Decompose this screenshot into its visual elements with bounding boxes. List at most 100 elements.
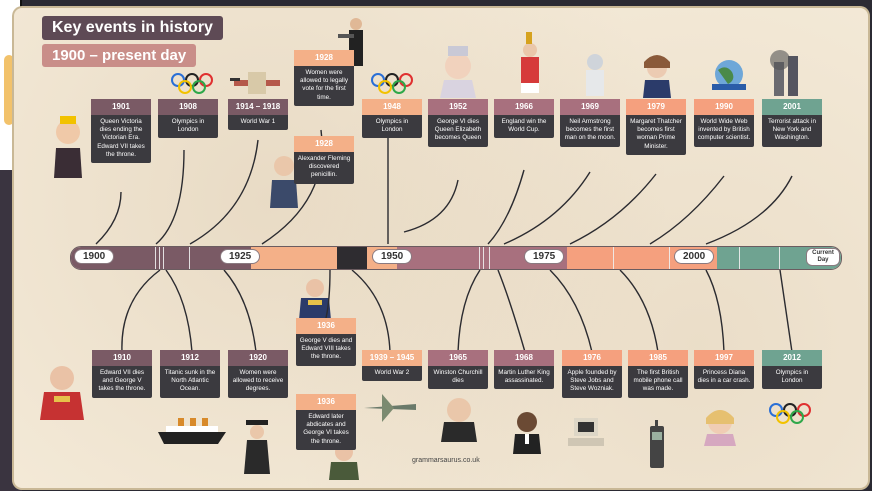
event-text: Edward later abdicates and George VI tak…	[303, 413, 349, 445]
world-cup-player-icon	[521, 32, 539, 93]
event-year: 1968	[494, 350, 554, 366]
event-card-1936-abdication: 1936 Edward later abdicates and George V…	[296, 394, 356, 450]
event-text: George V dies and Edward VIII takes the …	[299, 337, 353, 361]
event-text: Apple founded by Steve Jobs and Steve Wo…	[567, 369, 617, 393]
event-text: Olympics in London	[375, 118, 409, 134]
page-title: Key events in history	[42, 16, 223, 40]
event-card-1901: 1901 Queen Victoria dies ending the Vict…	[91, 99, 151, 164]
martin-luther-king-portrait-icon	[513, 412, 541, 454]
event-text: Terrorist attack in New York and Washing…	[768, 118, 816, 142]
winston-churchill-portrait-icon	[441, 398, 477, 442]
axis-label-1950: 1950	[372, 249, 413, 264]
event-year: 1912	[160, 350, 220, 366]
axis-label-1900: 1900	[74, 249, 115, 264]
spitfire-plane-icon	[364, 394, 416, 422]
alexander-fleming-portrait-icon	[270, 156, 298, 208]
axis-label-1925: 1925	[220, 249, 261, 264]
event-card-1928-vote: 1928 Women were allowed to legally vote …	[294, 50, 354, 106]
event-card-2001: 2001 Terrorist attack in New York and Wa…	[762, 99, 822, 147]
event-year: 1914 – 1918	[228, 99, 288, 115]
event-card-1990: 1990 World Wide Web invented by British …	[694, 99, 754, 147]
event-year: 1910	[92, 350, 152, 366]
event-year: 1966	[494, 99, 554, 115]
event-card-1965: 1965 Winston Churchill dies	[428, 350, 488, 390]
axis-label-1975: 1975	[524, 249, 565, 264]
event-card-1948: 1948 Olympics in London	[362, 99, 422, 139]
thumbnail-art	[4, 55, 14, 125]
event-card-1939-1945: 1939 – 1945 World War 2	[362, 350, 422, 382]
event-year: 1990	[694, 99, 754, 115]
world-wide-web-globe-icon	[712, 60, 746, 90]
event-text: Women were allowed to receive degrees.	[232, 369, 284, 393]
event-year: 1965	[428, 350, 488, 366]
event-text: World War 1	[240, 118, 276, 125]
biplane-icon	[230, 72, 280, 94]
event-text: The first British mobile phone call was …	[633, 369, 683, 393]
event-year: 1969	[560, 99, 620, 115]
event-year: 1920	[228, 350, 288, 366]
event-card-1969: 1969 Neil Armstrong becomes the first ma…	[560, 99, 620, 147]
event-card-1952: 1952 George VI dies Queen Elizabeth beco…	[428, 99, 488, 147]
astronaut-icon	[586, 54, 604, 96]
event-year: 2012	[762, 350, 822, 366]
event-card-1910: 1910 Edward VII dies and George V takes …	[92, 350, 152, 398]
event-year: 1936	[296, 394, 356, 410]
event-text: George VI dies Queen Elizabeth becomes Q…	[434, 118, 482, 142]
event-card-1985: 1985 The first British mobile phone call…	[628, 350, 688, 398]
event-card-1912: 1912 Titanic sunk in the North Atlantic …	[160, 350, 220, 398]
event-year: 1928	[294, 136, 354, 152]
event-card-1936-edward: 1936 George V dies and Edward VIII takes…	[296, 318, 356, 366]
olympic-rings-icon	[371, 73, 413, 94]
mobile-phone-icon	[650, 420, 664, 468]
event-year: 1939 – 1945	[362, 350, 422, 366]
event-text: Queen Victoria dies ending the Victorian…	[97, 118, 145, 158]
event-card-2012: 2012 Olympics in London	[762, 350, 822, 390]
timeline-segment-interwar	[251, 247, 337, 269]
event-text: Olympics in London	[775, 369, 809, 385]
olympic-rings-icon	[171, 73, 213, 94]
event-text: Neil Armstrong becomes the first man on …	[564, 118, 616, 142]
event-year: 1928	[294, 50, 354, 66]
event-card-1908: 1908 Olympics in London	[158, 99, 218, 139]
margaret-thatcher-portrait-icon	[643, 55, 671, 98]
axis-label-2000: 2000	[674, 249, 715, 264]
event-card-1928-penicillin: 1928 Alexander Fleming discovered penici…	[294, 136, 354, 184]
event-year: 1948	[362, 99, 422, 115]
george-v-portrait-icon	[40, 366, 84, 420]
event-text: Winston Churchill dies	[433, 369, 483, 385]
twin-towers-icon	[770, 50, 798, 96]
graduate-woman-icon	[244, 420, 270, 474]
event-text: Olympics in London	[171, 118, 205, 134]
event-year: 1976	[562, 350, 622, 366]
event-text: Edward VII dies and George V takes the t…	[98, 369, 146, 393]
event-card-1976: 1976 Apple founded by Steve Jobs and Ste…	[562, 350, 622, 398]
event-text: World Wide Web invented by British compu…	[697, 118, 751, 142]
event-card-1914-1918: 1914 – 1918 World War 1	[228, 99, 288, 131]
event-year: 1997	[694, 350, 754, 366]
event-card-1997: 1997 Princess Diana dies in a car crash.	[694, 350, 754, 390]
event-year: 1985	[628, 350, 688, 366]
queen-victoria-portrait-icon	[54, 116, 82, 178]
event-text: Titanic sunk in the North Atlantic Ocean…	[164, 369, 216, 393]
princess-diana-portrait-icon	[704, 410, 736, 446]
edward-viii-portrait-icon	[299, 279, 331, 320]
event-year: 1936	[296, 318, 356, 334]
event-card-1920: 1920 Women were allowed to receive degre…	[228, 350, 288, 398]
olympic-rings-icon	[769, 403, 811, 424]
timeline-segment-ww2	[337, 247, 367, 269]
credit-text: grammarsaurus.co.uk	[412, 457, 480, 464]
current-day-label: Current Day	[806, 248, 840, 266]
timeline-bar	[70, 246, 842, 270]
event-text: World War 2	[374, 369, 410, 376]
event-text: Martin Luther King assassinated.	[498, 369, 550, 385]
event-card-1966: 1966 England win the World Cup.	[494, 99, 554, 139]
apple-computer-icon	[568, 418, 604, 446]
event-text: Margaret Thatcher becomes first woman Pr…	[630, 118, 682, 150]
event-text: Princess Diana dies in a car crash.	[697, 369, 751, 385]
event-text: Alexander Fleming discovered penicillin.	[297, 155, 351, 179]
event-year: 1952	[428, 99, 488, 115]
event-text: England win the World Cup.	[501, 118, 547, 134]
event-year: 1901	[91, 99, 151, 115]
event-year: 1979	[626, 99, 686, 115]
page-subtitle: 1900 – present day	[42, 44, 197, 67]
